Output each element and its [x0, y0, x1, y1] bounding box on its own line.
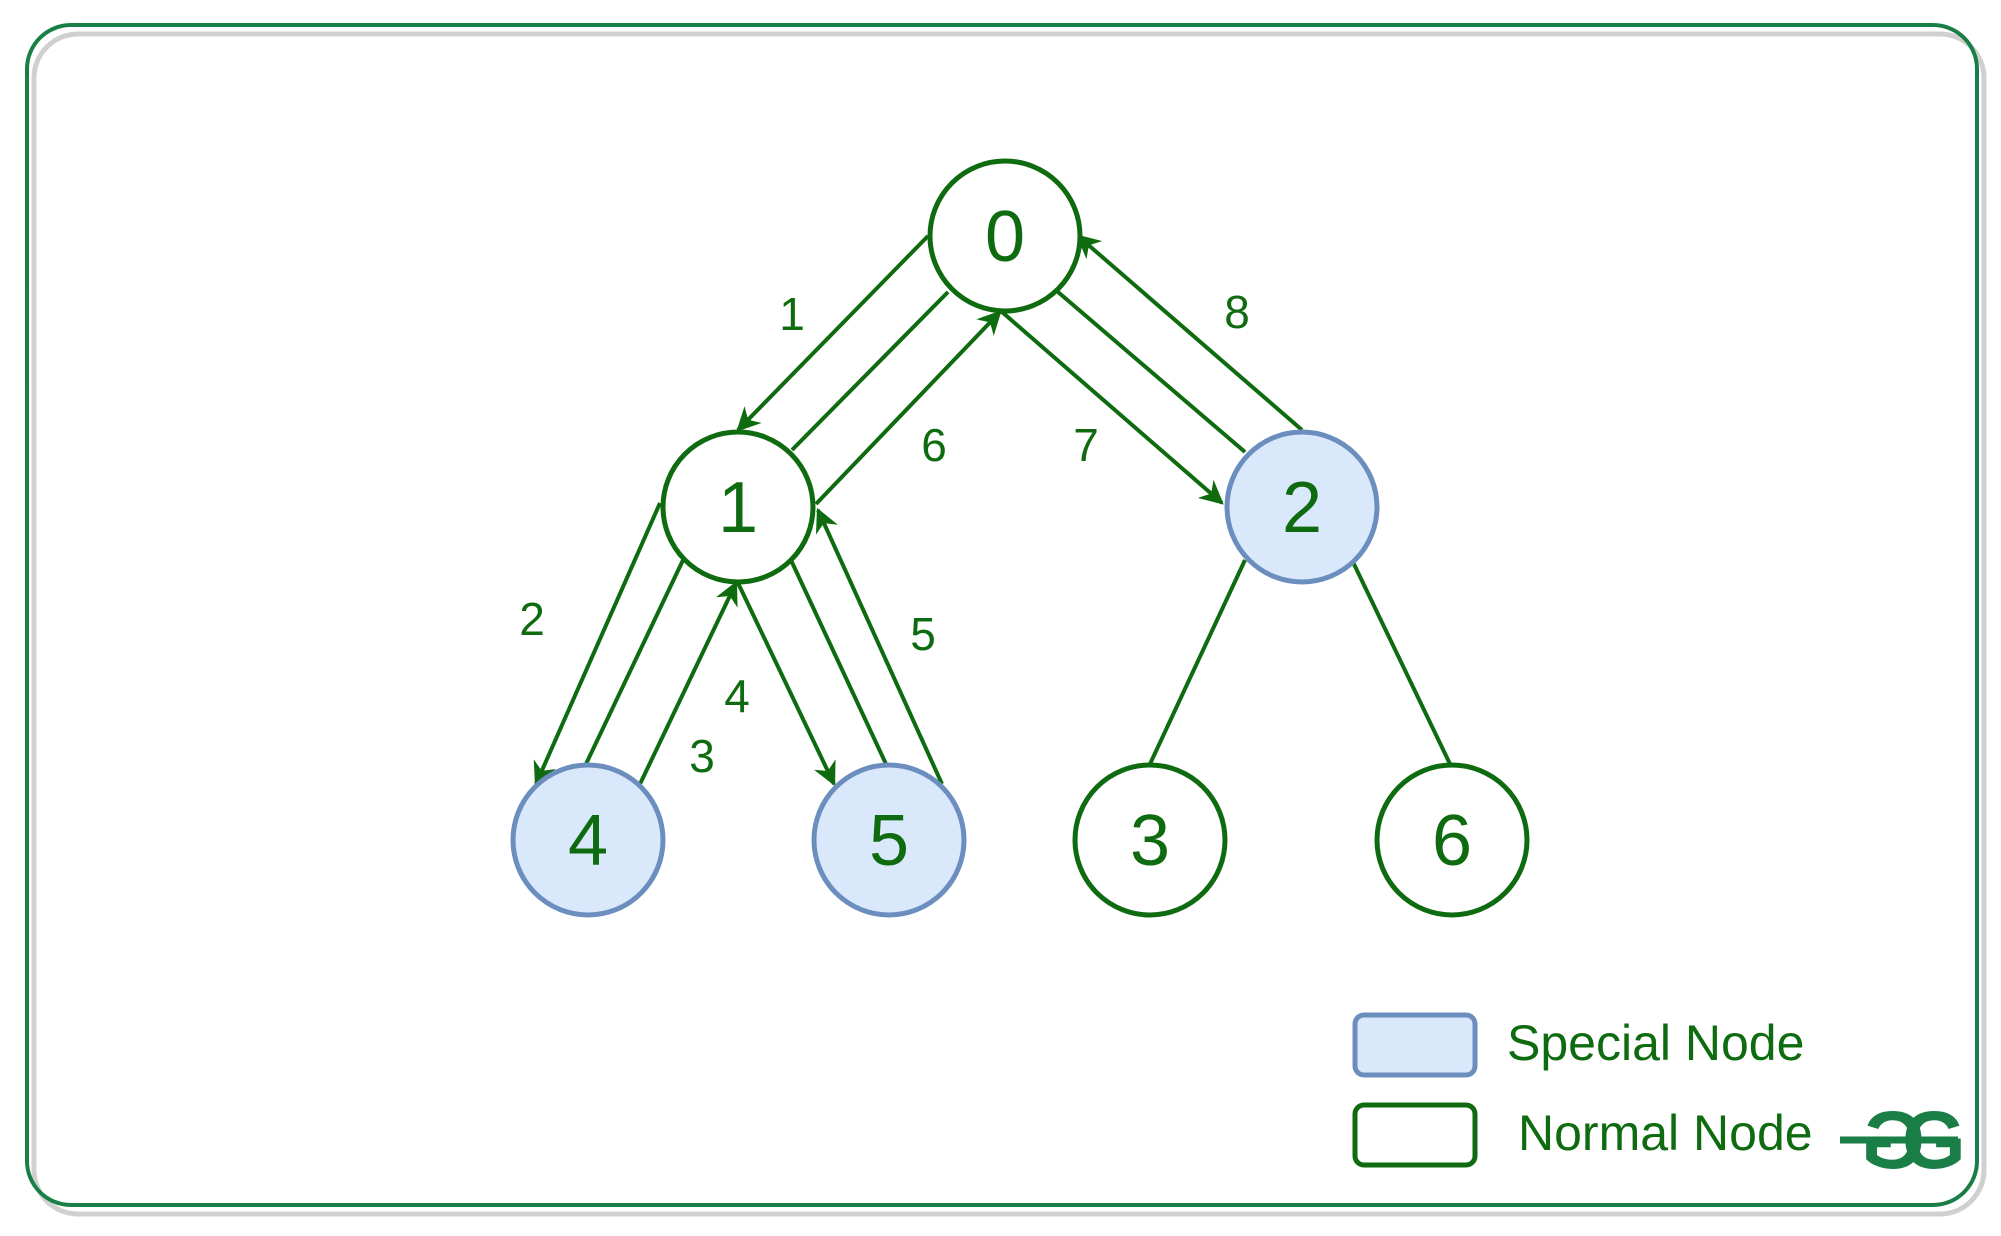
arrow-step-5 — [815, 507, 944, 785]
arrow-step-6 — [814, 310, 1002, 506]
node-circle — [660, 429, 816, 585]
step-label-3: 3 — [689, 730, 715, 782]
gfg-logo: G G — [1840, 1095, 1966, 1186]
node-circle — [1072, 762, 1228, 918]
legend-special-label: Special Node — [1507, 1015, 1804, 1071]
frame-shadow — [31, 31, 1987, 1217]
legend-normal-swatch — [1352, 1102, 1478, 1168]
legend: Special Node Normal Node — [1352, 1012, 1813, 1168]
step-labels: 1 2 3 4 5 6 7 8 — [519, 286, 1250, 782]
traversal-arrows — [533, 234, 1304, 787]
node-0: 0 — [927, 158, 1083, 314]
tree-edge-2-6 — [1350, 559, 1452, 765]
node-label: 0 — [985, 197, 1025, 277]
node-label: 5 — [869, 801, 909, 881]
arrow-step-1 — [736, 234, 930, 432]
node-4: 4 — [510, 762, 666, 918]
node-circle — [811, 762, 967, 918]
node-circle — [510, 762, 666, 918]
arrow-step-7 — [1000, 310, 1224, 505]
node-label: 6 — [1432, 801, 1472, 881]
arrow-step-2 — [533, 502, 662, 787]
node-1: 1 — [660, 429, 816, 585]
step-label-5: 5 — [910, 608, 936, 660]
legend-normal-label: Normal Node — [1518, 1105, 1813, 1161]
node-label: 3 — [1130, 801, 1170, 881]
step-label-1: 1 — [779, 288, 805, 340]
legend-special-swatch — [1352, 1012, 1478, 1078]
node-label: 1 — [718, 468, 758, 548]
node-label: 4 — [568, 801, 608, 881]
step-label-8: 8 — [1224, 286, 1250, 338]
node-label: 2 — [1282, 468, 1322, 548]
arrow-step-3 — [638, 580, 738, 785]
step-label-4: 4 — [724, 670, 750, 722]
step-label-7: 7 — [1073, 419, 1099, 471]
node-circle — [1374, 762, 1530, 918]
tree-edge-2-3 — [1148, 559, 1247, 765]
nodes: 0 1 2 4 5 3 6 — [510, 158, 1530, 918]
node-6: 6 — [1374, 762, 1530, 918]
node-5: 5 — [811, 762, 967, 918]
edge-line-1-4 — [584, 557, 686, 765]
step-label-2: 2 — [519, 593, 545, 645]
arrow-step-4 — [736, 582, 836, 787]
node-3: 3 — [1072, 762, 1228, 918]
arrow-step-8 — [1076, 234, 1304, 432]
edge-line-0-1 — [790, 290, 950, 452]
node-circle — [1224, 429, 1380, 585]
node-circle — [927, 158, 1083, 314]
node-2: 2 — [1224, 429, 1380, 585]
step-label-6: 6 — [921, 419, 947, 471]
edge-line-0-2 — [1056, 290, 1247, 454]
edge-line-1-5 — [788, 557, 888, 765]
frame-border — [25, 23, 1979, 1207]
tree-edges — [1148, 559, 1452, 765]
